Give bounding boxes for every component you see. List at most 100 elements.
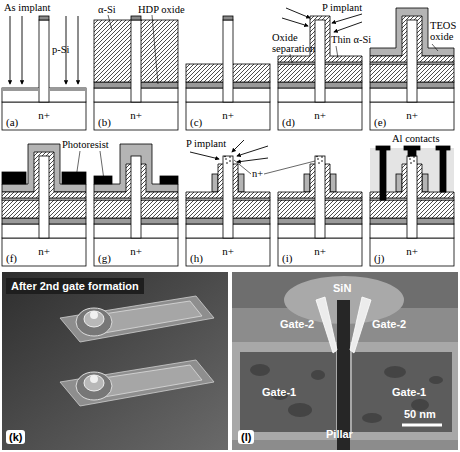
silicon-pillar bbox=[131, 156, 141, 238]
tem-image bbox=[232, 272, 458, 450]
process-label: Thin α-Si bbox=[331, 34, 371, 45]
silicon-pillar bbox=[223, 20, 233, 102]
gate-2-shape bbox=[316, 297, 337, 353]
al-contact bbox=[440, 148, 446, 192]
sem-image bbox=[2, 272, 228, 450]
implant-arrow bbox=[282, 18, 308, 26]
n-plus-substrate bbox=[370, 238, 454, 266]
leader-line bbox=[290, 54, 292, 63]
implant-arrow bbox=[10, 16, 11, 84]
implant-arrow bbox=[78, 16, 79, 84]
gate-1-region bbox=[352, 352, 452, 432]
panel-letter: (j) bbox=[374, 252, 384, 264]
panel-letter: (g) bbox=[98, 252, 111, 264]
implant-arrow bbox=[232, 140, 244, 152]
doping-label: n+ bbox=[130, 109, 142, 121]
hard-mask bbox=[131, 16, 141, 20]
leader-line bbox=[100, 151, 104, 180]
implant-arrow bbox=[237, 158, 268, 162]
pillar-gate-inner bbox=[84, 311, 104, 327]
process-step bbox=[94, 144, 178, 266]
process-label: p-Si bbox=[52, 44, 70, 55]
panel-letter: (f) bbox=[6, 252, 17, 264]
silicon-pillar bbox=[39, 20, 49, 102]
process-label: Al contacts bbox=[392, 133, 440, 144]
process-label: P implant bbox=[322, 2, 362, 13]
doping-label: n+ bbox=[38, 245, 50, 257]
process-step bbox=[278, 8, 362, 130]
dopant-dot bbox=[229, 160, 231, 162]
oxide-spacer bbox=[304, 174, 310, 192]
oxide-spacer bbox=[212, 174, 218, 192]
silicon-pillar bbox=[131, 20, 141, 102]
gate-2-shape bbox=[350, 297, 371, 353]
process-label: As implant bbox=[4, 2, 50, 13]
pillar-gate-ring bbox=[76, 372, 112, 400]
doping-label: n+ bbox=[130, 245, 142, 257]
image-label: Gate-1 bbox=[262, 386, 296, 398]
panel-letter: (b) bbox=[98, 116, 111, 128]
dopant-dot bbox=[321, 156, 323, 158]
photoresist bbox=[2, 172, 26, 184]
process-step bbox=[2, 16, 86, 130]
implant-arrow bbox=[22, 16, 23, 84]
dopant-dot bbox=[413, 160, 415, 162]
hard-mask bbox=[223, 16, 233, 20]
pillar-gate-ring bbox=[76, 308, 112, 336]
photoresist bbox=[160, 176, 178, 184]
process-label: HDP oxide bbox=[138, 4, 185, 15]
dopant-dot bbox=[318, 162, 320, 164]
dopant-dot bbox=[410, 162, 412, 164]
silicon-pillar bbox=[315, 20, 325, 102]
silicon-pillar bbox=[407, 20, 417, 102]
process-label: n+ bbox=[252, 168, 263, 179]
oxide-spacer bbox=[396, 174, 402, 192]
leader-line bbox=[264, 161, 315, 174]
image-label: 50 nm bbox=[404, 408, 436, 420]
leader-line bbox=[336, 46, 338, 58]
image-label: Gate-2 bbox=[372, 318, 406, 330]
process-step bbox=[186, 16, 270, 130]
grain bbox=[311, 370, 325, 380]
n-plus-substrate bbox=[186, 238, 270, 266]
image-label: Pillar bbox=[326, 428, 353, 440]
doping-label: n+ bbox=[314, 245, 326, 257]
leader-line bbox=[234, 160, 251, 174]
doping-label: n+ bbox=[406, 109, 418, 121]
leader-line bbox=[152, 15, 158, 84]
image-label: Gate-1 bbox=[392, 386, 426, 398]
implant-arrow bbox=[334, 22, 362, 32]
doping-label: n+ bbox=[222, 245, 234, 257]
silicon-pillar bbox=[407, 156, 417, 238]
pillar-column bbox=[337, 300, 350, 450]
dopant-dot bbox=[225, 158, 227, 160]
implanted-region bbox=[49, 88, 86, 91]
panel-letter: (e) bbox=[374, 116, 386, 128]
implant-arrow bbox=[332, 14, 362, 23]
pillar-top bbox=[90, 311, 98, 319]
process-label: TEOS oxide bbox=[430, 20, 458, 42]
image-label: Gate-2 bbox=[280, 318, 314, 330]
n-plus-substrate bbox=[278, 102, 362, 130]
pillar-top bbox=[90, 375, 98, 383]
doping-label: n+ bbox=[406, 245, 418, 257]
silicon-pillar bbox=[315, 156, 325, 238]
process-label: P implant bbox=[186, 138, 226, 149]
n-plus-substrate bbox=[94, 102, 178, 130]
process-label: Oxide separation bbox=[272, 32, 312, 54]
panel-letter: (l) bbox=[238, 430, 254, 444]
dopant-dot bbox=[317, 158, 319, 160]
n-plus-substrate bbox=[278, 238, 362, 266]
panel-letter: (h) bbox=[190, 252, 203, 264]
leader-line bbox=[432, 44, 438, 51]
process-label: α-Si bbox=[98, 4, 116, 15]
process-label: Photoresist bbox=[62, 139, 109, 150]
al-contact-pad bbox=[404, 146, 420, 150]
process-step bbox=[94, 15, 178, 130]
tem-background bbox=[232, 272, 458, 450]
dopant-dot bbox=[321, 160, 323, 162]
implant-arrow bbox=[190, 152, 219, 159]
image-caption: After 2nd gate formation bbox=[6, 278, 144, 294]
